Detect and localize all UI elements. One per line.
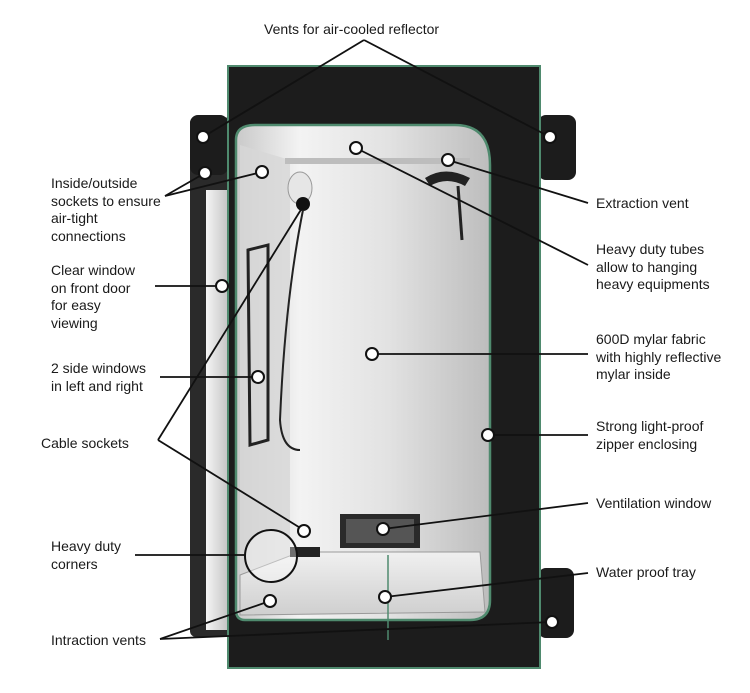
leader-ventilation-window <box>382 502 589 530</box>
mylar-interior <box>234 123 492 622</box>
marker-reflector-vent-right <box>543 130 557 144</box>
label-zipper: Strong light-proof zipper enclosing <box>596 418 703 453</box>
cable-socket-top <box>296 197 310 211</box>
leader-extraction-vent <box>447 159 589 204</box>
leader-sockets-a <box>164 171 263 197</box>
marker-clear-window <box>215 279 229 293</box>
label-vents-reflector: Vents for air-cooled reflector <box>264 21 440 37</box>
hanging-cable <box>278 209 304 451</box>
leader-intraction-vents-b <box>159 621 553 640</box>
label-line: air-tight <box>51 210 98 226</box>
label-line: Strong light-proof <box>596 418 704 434</box>
label-tray: Water proof tray <box>596 564 696 580</box>
label-line: on front door <box>51 279 131 296</box>
marker-tubes <box>349 141 363 155</box>
label-tubes: Heavy duty tubes allow to hanging heavy … <box>596 241 710 294</box>
marker-socket-outside <box>198 166 212 180</box>
leader-vents-reflector-left <box>202 39 365 138</box>
label-line: mylar inside <box>596 366 671 382</box>
marker-socket-inside <box>255 165 269 179</box>
label-line: Clear window <box>51 262 136 278</box>
label-mylar: 600D mylar fabric with highly reflective… <box>596 331 721 384</box>
marker-intraction-vent-right <box>545 615 559 629</box>
label-line: connections <box>51 227 126 244</box>
label-line: 600D mylar fabric <box>596 331 706 347</box>
interior-left-panel <box>240 145 290 600</box>
leader-vents-reflector-right <box>363 39 551 138</box>
leader-lines <box>135 39 589 640</box>
leader-tray <box>384 572 589 598</box>
marker-mylar <box>365 347 379 361</box>
marker-reflector-vent-left <box>196 130 210 144</box>
top-tube <box>285 158 470 164</box>
label-intraction-vents: Intraction vents <box>51 632 146 648</box>
label-side-windows: 2 side windows in left and right <box>51 360 146 395</box>
marker-extraction-vent <box>441 153 455 167</box>
marker-cable-socket <box>297 524 311 538</box>
label-line: for easy <box>51 297 101 313</box>
marker-intraction-vent-left <box>263 594 277 608</box>
leader-intraction-vents-a <box>159 600 271 640</box>
leader-sockets-b <box>164 172 206 197</box>
label-line: sockets to ensure <box>51 192 161 209</box>
label-line: allow to hanging <box>596 258 698 275</box>
top-right-vent-sleeve <box>538 115 576 180</box>
extraction-vent-shape <box>425 171 470 186</box>
label-line: zipper enclosing <box>596 435 698 452</box>
label-line: Heavy duty tubes <box>596 241 705 257</box>
marker-zipper <box>481 428 495 442</box>
label-line: with highly reflective <box>596 348 722 365</box>
marker-side-window <box>251 370 265 384</box>
label-extraction-vent: Extraction vent <box>596 195 689 211</box>
label-ventilation-window: Ventilation window <box>596 495 712 511</box>
hanging-strap <box>456 185 464 241</box>
side-window-outline <box>246 243 270 447</box>
label-line: heavy equipments <box>596 276 710 292</box>
grow-tent <box>190 65 576 669</box>
label-clear-window: Clear window on front door for easy view… <box>51 262 135 332</box>
callout-markers <box>196 130 559 629</box>
top-left-vent-sleeve <box>190 115 228 175</box>
leader-tubes <box>355 147 589 266</box>
corner-connector <box>290 547 320 557</box>
label-cable-sockets: Cable sockets <box>41 435 129 451</box>
label-line: corners <box>51 555 98 572</box>
label-line: Inside/outside <box>51 175 138 191</box>
leader-cable-sockets-top <box>157 207 303 441</box>
leader-cable-sockets-bottom <box>157 439 303 530</box>
label-sockets: Inside/outside sockets to ensure air-tig… <box>51 175 161 245</box>
corner-magnifier <box>244 529 298 583</box>
label-corners: Heavy duty corners <box>51 538 121 573</box>
label-line: in left and right <box>51 377 143 394</box>
label-line: viewing <box>51 314 98 331</box>
marker-ventilation-window <box>376 522 390 536</box>
label-line: 2 side windows <box>51 360 146 376</box>
label-line: Heavy duty <box>51 538 122 554</box>
marker-tray <box>378 590 392 604</box>
